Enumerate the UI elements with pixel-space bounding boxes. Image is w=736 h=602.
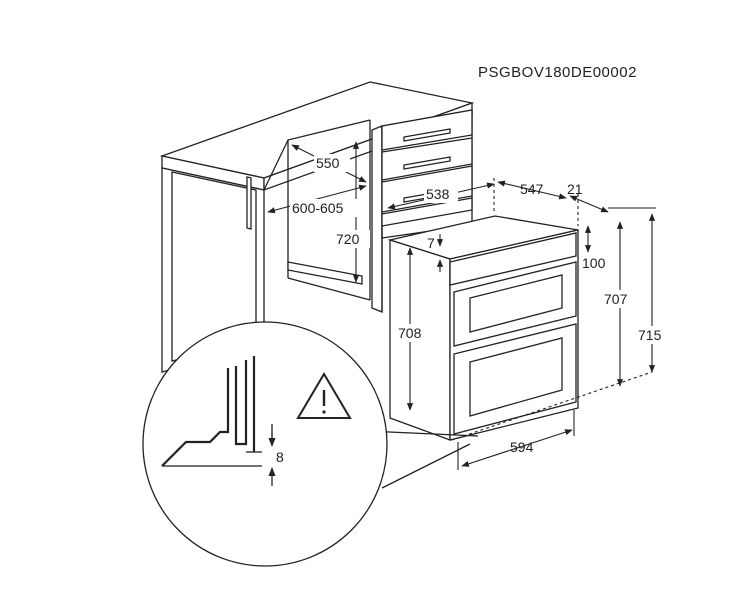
dim-715: 715 — [638, 327, 662, 343]
dim-21: 21 — [567, 181, 583, 197]
warning-triangle-icon — [296, 372, 352, 419]
dim-7: 7 — [427, 235, 435, 251]
built-in-oven — [387, 215, 579, 441]
dim-538: 538 — [426, 186, 450, 202]
dim-707: 707 — [604, 291, 628, 307]
dim-8: 8 — [276, 449, 284, 465]
dim-100: 100 — [582, 255, 606, 271]
dim-550: 550 — [316, 155, 340, 171]
dim-547: 547 — [520, 181, 544, 197]
dim-600-605: 600-605 — [292, 200, 344, 216]
dimension-labels: 550 600-605 720 538 547 21 7 100 708 707… — [290, 154, 670, 455]
dim-720: 720 — [336, 231, 360, 247]
dim-708: 708 — [398, 325, 422, 341]
document-code: PSGBOV180DE00002 — [478, 64, 637, 81]
dim-594: 594 — [510, 439, 534, 455]
